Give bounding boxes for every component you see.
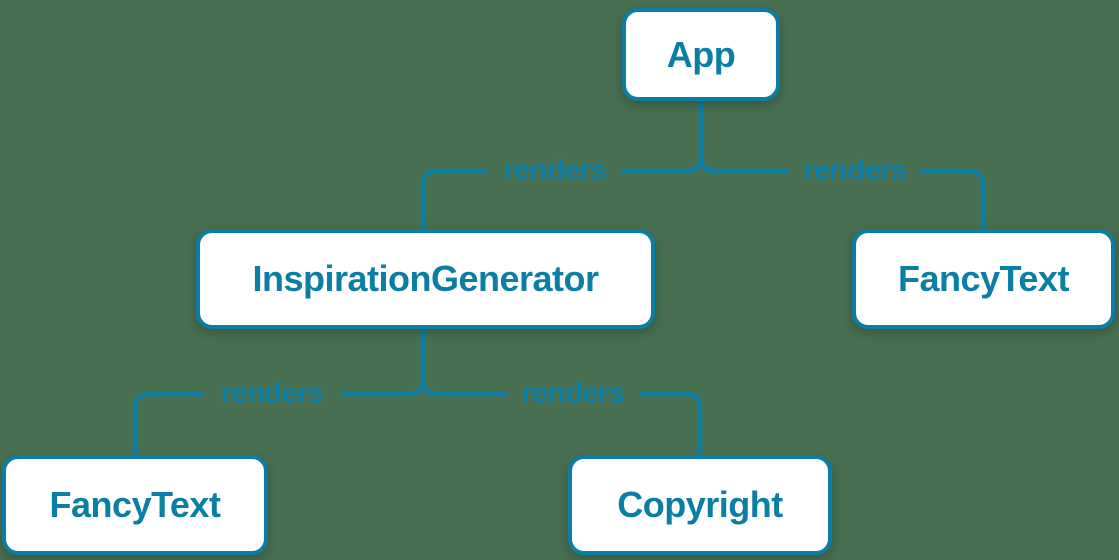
edge-label-renders: renders (521, 377, 625, 410)
edge-inspirationgenerator-to-copyright (420, 329, 703, 455)
edge-label-renders: renders (220, 377, 324, 410)
node-inspiration-generator: InspirationGenerator (196, 229, 655, 329)
edge-label-renders: renders (503, 154, 607, 187)
node-copyright: Copyright (568, 455, 832, 555)
node-fancy-text-right: FancyText (852, 229, 1115, 329)
edge-app-to-fancytext (698, 101, 986, 229)
edge-label-renders: renders (803, 154, 907, 187)
node-fancy-text-left: FancyText (2, 455, 268, 555)
node-app: App (622, 8, 780, 101)
